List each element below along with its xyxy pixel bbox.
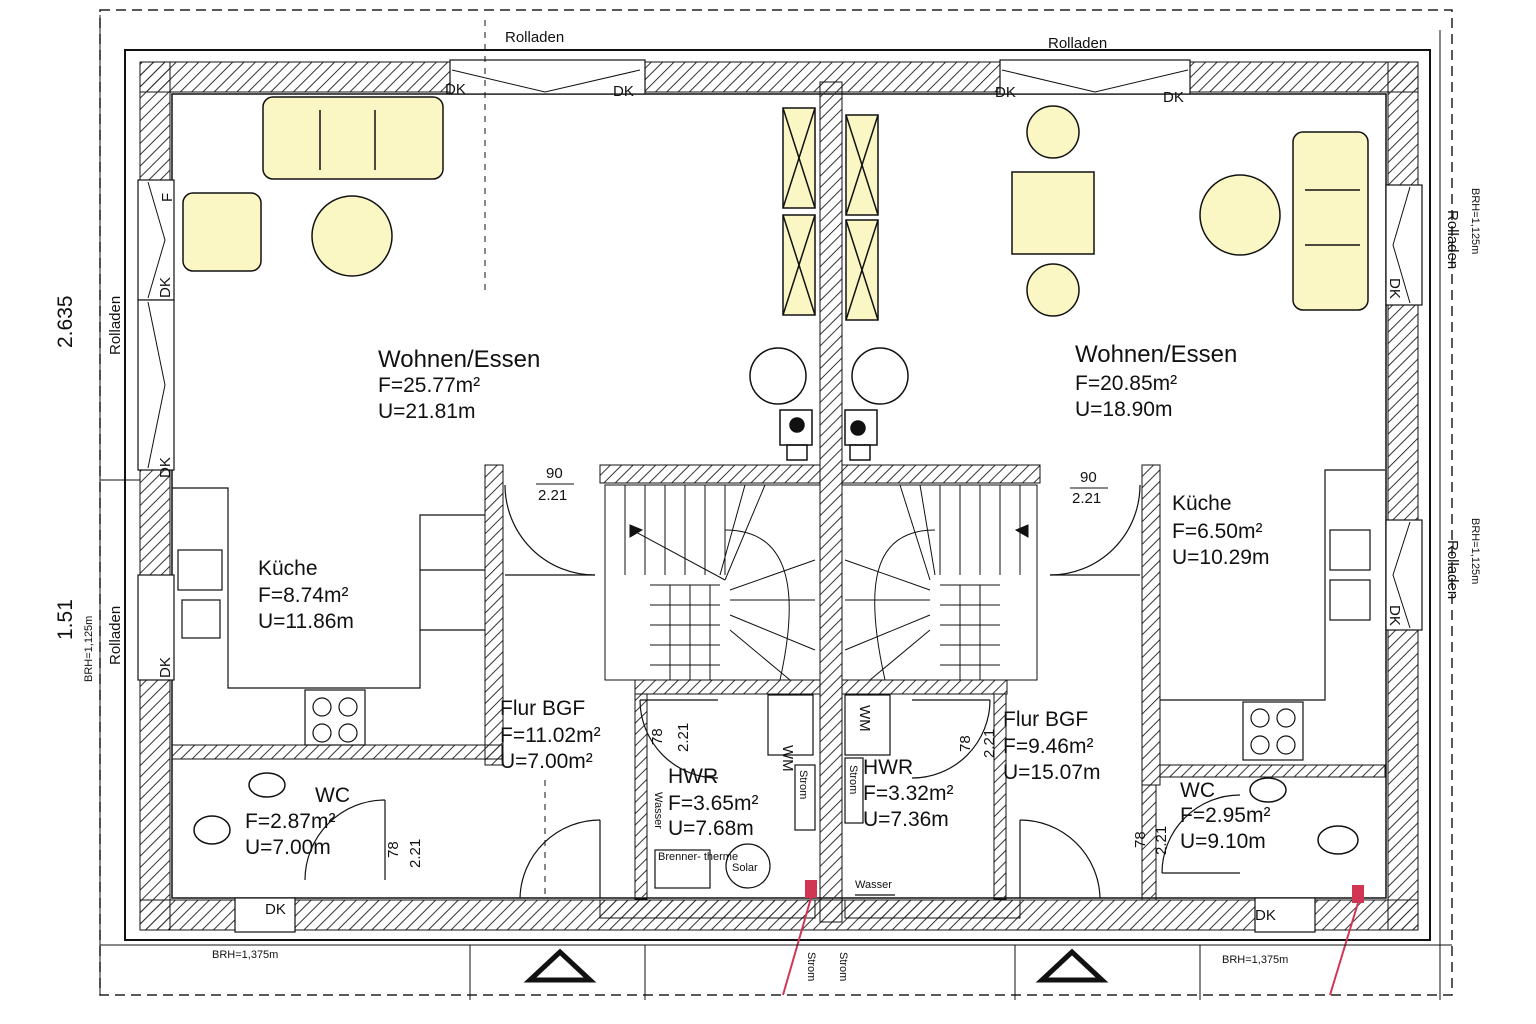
right-kueche-perimeter: U=10.29m <box>1172 546 1269 569</box>
left-wc-area: F=2.87m² <box>245 810 335 833</box>
kitchen-counter-left <box>172 487 485 746</box>
right-flur-perimeter: U=15.07m <box>1003 761 1100 784</box>
brh-right-upper: BRH=1,125m <box>1469 188 1481 254</box>
right-flur-area: F=9.46m² <box>1003 735 1093 758</box>
dk-label-8: DK <box>1386 278 1403 299</box>
right-hwr-name: HWR <box>863 756 913 779</box>
stove-right <box>844 347 909 461</box>
small-door-height-1: 2.21 <box>675 723 692 752</box>
rolladen-label-top-right: Rolladen <box>1048 35 1107 52</box>
brh-bottom-left: BRH=1,375m <box>212 949 278 961</box>
brenner-label: Brenner- therme <box>658 851 738 863</box>
rolladen-label-left-upper: Rolladen <box>107 296 124 355</box>
small-door-width-1: 78 <box>649 728 666 745</box>
left-kueche-area: F=8.74m² <box>258 584 348 607</box>
door-dimensions: 90 2.21 90 2.21 78 2.21 78 2.21 78 2.21 … <box>385 465 1170 868</box>
solar-label: Solar <box>732 862 758 874</box>
dk-label-6: DK <box>157 457 174 478</box>
right-strom-label: Strom <box>847 765 859 794</box>
brh-right-lower: BRH=1,125m <box>1469 518 1481 584</box>
entrance-markers <box>523 948 1109 983</box>
rolladen-label-left-lower: Rolladen <box>107 606 124 665</box>
door-swings <box>304 484 1241 899</box>
utility-markers <box>782 880 1364 996</box>
staircase-left <box>604 484 821 681</box>
dk-label-11: DK <box>1255 907 1276 924</box>
bottom-strom-right: Strom <box>837 952 849 981</box>
interior-walls <box>171 464 1386 919</box>
right-wohnen-name: Wohnen/Essen <box>1075 341 1237 368</box>
left-kueche-perimeter: U=11.86m <box>258 610 354 633</box>
right-hwr-area: F=3.32m² <box>863 782 953 805</box>
small-door-width-3: 78 <box>385 841 402 858</box>
dk-label-3: DK <box>995 84 1016 101</box>
left-hwr-name: HWR <box>668 765 718 788</box>
dk-label-4: DK <box>1163 89 1184 106</box>
left-wohnen-area: F=25.77m² <box>378 374 480 397</box>
left-hwr-perimeter: U=7.68m <box>668 817 754 840</box>
dk-label-2: DK <box>613 83 634 100</box>
right-kueche-name: Küche <box>1172 492 1232 515</box>
left-flur-perimeter: U=7.00m² <box>500 750 593 773</box>
rolladen-label-right-upper: Rolladen <box>1444 210 1461 269</box>
wc-fixtures <box>193 772 1359 855</box>
f-label: F <box>159 193 176 202</box>
rolladen-label-top-left: Rolladen <box>505 29 564 46</box>
right-kueche-area: F=6.50m² <box>1172 520 1262 543</box>
furniture-left <box>182 96 444 277</box>
overall-height-dim: 2.635 <box>54 295 77 348</box>
dk-label-10: DK <box>265 901 286 918</box>
brh-bottom-right: BRH=1,375m <box>1222 954 1288 966</box>
rolladen-label-right-lower: Rolladen <box>1444 540 1461 599</box>
hwr-appliances <box>654 694 895 896</box>
dk-label-1: DK <box>445 81 466 98</box>
window-height-dim: 1.51 <box>54 599 77 640</box>
bottom-strom-left: Strom <box>805 952 817 981</box>
small-door-height-4: 2.21 <box>1153 826 1170 855</box>
right-wasser-label: Wasser <box>855 879 892 891</box>
left-flur-name: Flur BGF <box>500 697 585 720</box>
door-dim-height-left: 2.21 <box>538 487 567 504</box>
right-hwr-perimeter: U=7.36m <box>863 808 949 831</box>
dk-label-9: DK <box>1386 605 1403 626</box>
left-hwr-area: F=3.65m² <box>668 792 758 815</box>
small-door-height-2: 2.21 <box>981 729 998 758</box>
right-wohnen-perimeter: U=18.90m <box>1075 398 1172 421</box>
left-strom-label: Strom <box>797 770 809 799</box>
left-wohnen-name: Wohnen/Essen <box>378 346 540 373</box>
brh-left: BRH=1,125m <box>83 616 95 682</box>
left-wc-name: WC <box>315 784 350 807</box>
left-wc-perimeter: U=7.00m <box>245 836 331 859</box>
right-wc-name: WC <box>1180 779 1215 802</box>
kitchen-counter-right <box>1160 469 1385 761</box>
left-wm-label: WM <box>779 745 796 772</box>
stove-left <box>749 347 813 461</box>
furniture-right <box>1011 105 1369 317</box>
chimney-shafts <box>782 107 879 321</box>
door-dim-width-left: 90 <box>546 465 563 482</box>
staircase-right <box>841 484 1038 681</box>
left-wohnen-perimeter: U=21.81m <box>378 400 475 423</box>
right-flur-name: Flur BGF <box>1003 708 1088 731</box>
small-door-height-3: 2.21 <box>407 839 424 868</box>
door-dim-height-right: 2.21 <box>1072 490 1101 507</box>
window-openings <box>137 59 1423 933</box>
right-wc-perimeter: U=9.10m <box>1180 830 1266 853</box>
dk-label-5: DK <box>157 277 174 298</box>
right-wohnen-area: F=20.85m² <box>1075 372 1177 395</box>
small-door-width-2: 78 <box>957 735 974 752</box>
door-dim-width-right: 90 <box>1080 469 1097 486</box>
right-wm-label: WM <box>856 705 873 732</box>
small-door-width-4: 78 <box>1132 831 1149 848</box>
left-flur-area: F=11.02m² <box>500 724 601 747</box>
left-kueche-name: Küche <box>258 557 318 580</box>
left-wasser-label: Wasser <box>652 792 664 829</box>
party-wall <box>819 81 843 923</box>
dk-label-7: DK <box>157 657 174 678</box>
right-wc-area: F=2.95m² <box>1180 804 1270 827</box>
